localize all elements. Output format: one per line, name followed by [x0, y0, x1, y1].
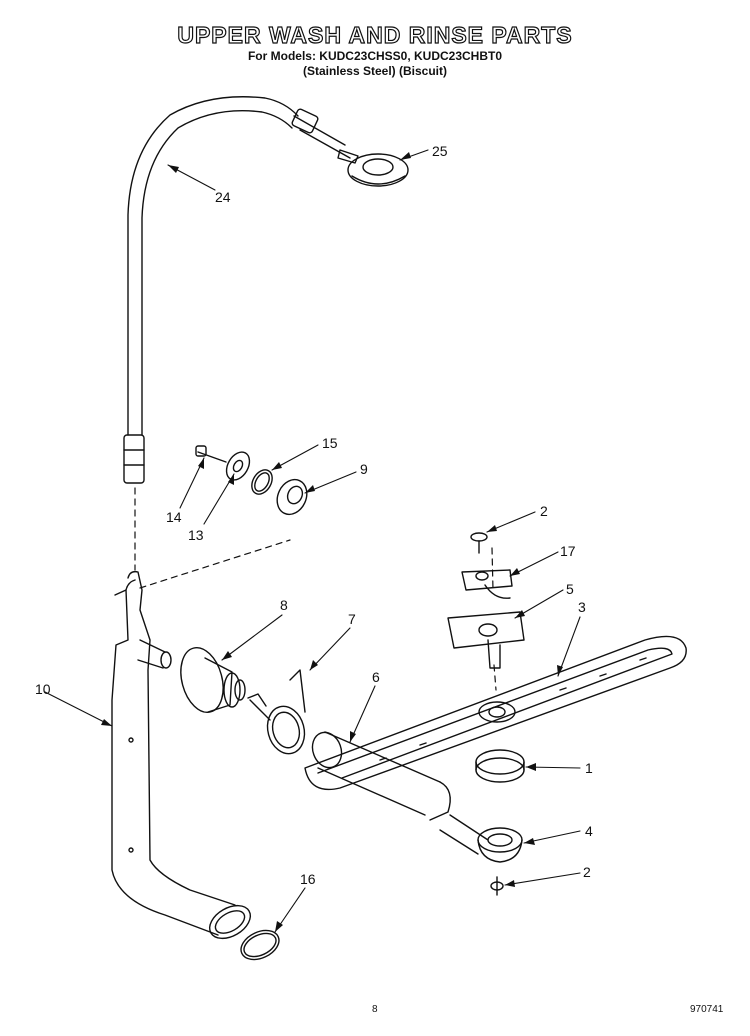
part-2-top-screw — [470, 532, 488, 554]
model-numbers: For Models: KUDC23CHSS0, KUDC23CHBT0 — [247, 49, 503, 63]
part-14-screw — [195, 445, 227, 463]
callout-7: 7 — [348, 611, 356, 627]
callout-25: 25 — [432, 143, 448, 159]
callout-numbers: 25 24 15 9 14 13 2 17 5 3 8 7 6 10 1 4 2… — [35, 143, 593, 887]
callout-1: 1 — [585, 760, 593, 776]
part-5-mount — [447, 611, 525, 669]
part-4-retainer — [477, 827, 523, 863]
callout-6: 6 — [372, 669, 380, 685]
callout-arrowheads — [101, 152, 563, 932]
callout-24: 24 — [215, 189, 231, 205]
callout-4: 4 — [585, 823, 593, 839]
part-16-oring — [240, 929, 280, 961]
page-number: 8 — [372, 1004, 378, 1015]
assembly-lines — [134, 487, 497, 691]
callout-17: 17 — [560, 543, 576, 559]
model-variants: (Stainless Steel) (Biscuit) — [302, 64, 448, 78]
part-3-spray-arm — [304, 635, 687, 791]
callout-13: 13 — [188, 527, 204, 543]
part-15-oring — [251, 469, 273, 495]
callout-14: 14 — [166, 509, 182, 525]
callout-2-bottom: 2 — [583, 864, 591, 880]
part-13-plate — [225, 451, 251, 481]
callout-9: 9 — [360, 461, 368, 477]
callout-3: 3 — [578, 599, 586, 615]
part-24-supply-tube — [123, 96, 299, 484]
part-8-seal — [180, 647, 246, 713]
part-9-cap — [276, 478, 308, 516]
callout-16: 16 — [300, 871, 316, 887]
part-25-nozzle — [291, 108, 409, 187]
part-10-manifold — [111, 570, 251, 940]
part-1-bearing — [475, 749, 525, 783]
callout-5: 5 — [566, 581, 574, 597]
diagram-title: UPPER WASH AND RINSE PARTS — [177, 21, 573, 48]
callout-leaders — [44, 149, 581, 933]
callout-10: 10 — [35, 681, 51, 697]
part-2-bottom-screw — [490, 876, 504, 896]
part-6-feed-tube — [311, 731, 489, 855]
callout-8: 8 — [280, 597, 288, 613]
callout-15: 15 — [322, 435, 338, 451]
callout-2-top: 2 — [540, 503, 548, 519]
drawing-code: 970741 — [690, 1004, 724, 1015]
part-17-bracket — [461, 569, 513, 599]
part-7-clamp — [247, 669, 306, 755]
